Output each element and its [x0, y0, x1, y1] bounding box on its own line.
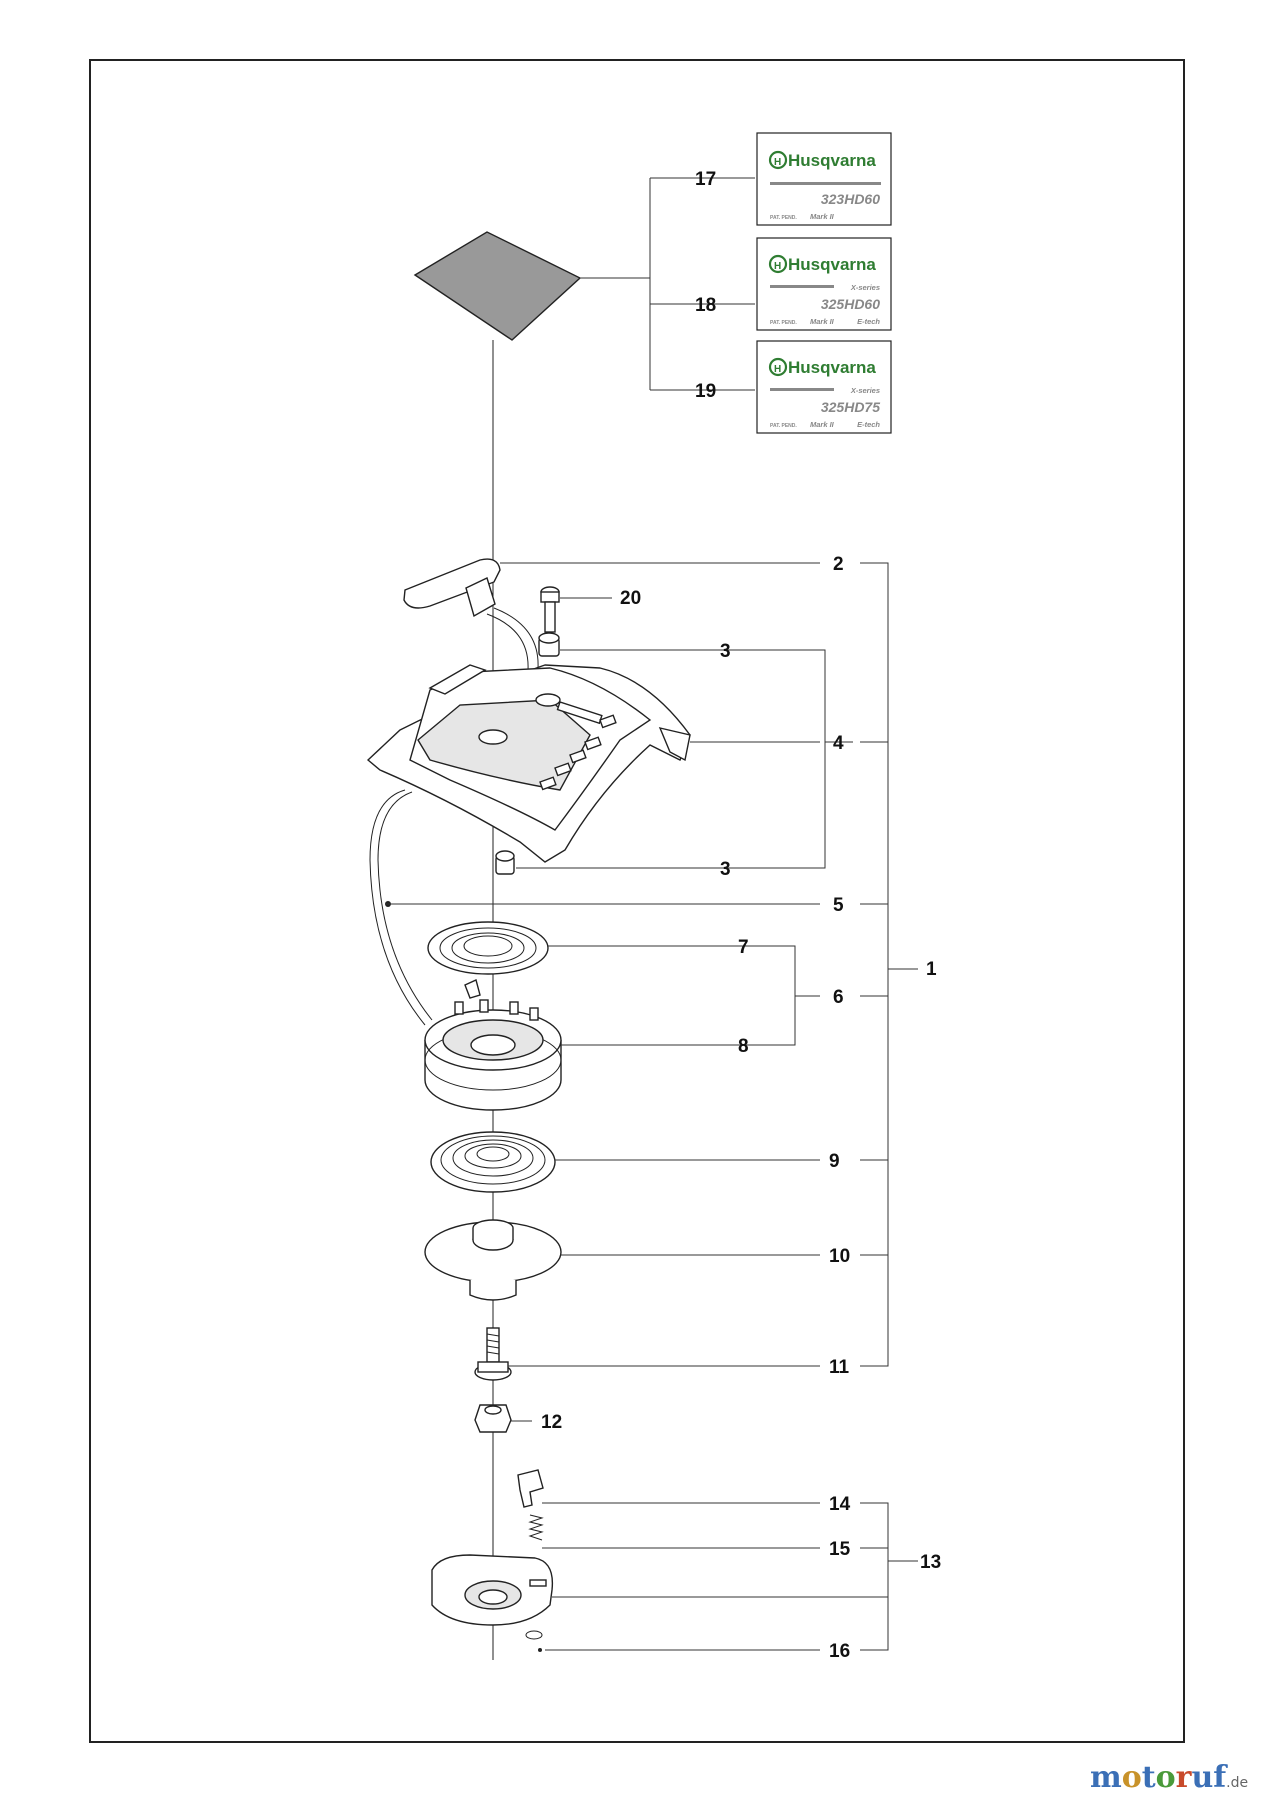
decal-19-model: 325HD75 [821, 399, 880, 415]
decal-19-footer-left: PAT. PEND. [770, 423, 797, 429]
callout-5[interactable]: 5 [833, 895, 844, 916]
callout-7[interactable]: 7 [738, 937, 749, 958]
decal-sheet[interactable] [413, 231, 582, 341]
callout-9[interactable]: 9 [829, 1151, 840, 1172]
watermark-part: o [1155, 1760, 1176, 1795]
husqvarna-logo-icon: H [768, 150, 788, 170]
decal-17-footer-left: PAT. PEND. [770, 215, 797, 221]
decal-19[interactable]: H Husqvarna X-series 325HD75 PAT. PEND. … [756, 340, 892, 434]
decal-17-brand: Husqvarna [788, 151, 876, 170]
recoil-spring-9[interactable] [430, 1131, 556, 1193]
decal-18-footer-right: E-tech [857, 317, 880, 326]
bracket-3-4 [730, 649, 826, 869]
decal-18-model: 325HD60 [821, 296, 880, 312]
watermark-part: uf [1191, 1760, 1227, 1795]
bracket-6 [730, 945, 796, 1046]
starter-handle[interactable] [403, 558, 539, 671]
circlip-16[interactable] [525, 1630, 543, 1652]
pawl-14[interactable] [517, 1469, 544, 1508]
watermark-part: t [1141, 1760, 1156, 1795]
callout-17[interactable]: 17 [695, 169, 716, 190]
rope-pulley-8[interactable] [424, 999, 562, 1111]
husqvarna-logo-icon: H [768, 254, 788, 274]
callout-16[interactable]: 16 [829, 1641, 850, 1662]
bushing-3-top[interactable] [538, 632, 560, 657]
diagram-frame [89, 59, 1185, 1743]
pawl-carrier[interactable] [431, 1554, 554, 1626]
callout-2[interactable]: 2 [833, 554, 844, 575]
callout-4[interactable]: 4 [833, 733, 844, 754]
decal-18-footer-mid: Mark II [810, 317, 835, 326]
decal-17-footer-mid: Mark II [810, 212, 835, 221]
bracket-13 [860, 1502, 889, 1651]
screw-11[interactable] [474, 1327, 512, 1381]
nut-12[interactable] [474, 1404, 512, 1433]
bushing-3-bottom[interactable] [495, 850, 515, 875]
watermark-part: m [1090, 1760, 1122, 1795]
callout-19[interactable]: 19 [695, 381, 716, 402]
husqvarna-logo-icon: H [768, 357, 788, 377]
callout-6[interactable]: 6 [833, 987, 844, 1008]
decal-17[interactable]: H Husqvarna 323HD60 PAT. PEND. Mark II [756, 132, 892, 226]
bracket-1 [860, 562, 889, 1367]
callout-3-top[interactable]: 3 [720, 641, 731, 662]
decal-18-series: X-series [850, 283, 880, 292]
starter-housing[interactable] [366, 664, 691, 863]
callout-8[interactable]: 8 [738, 1036, 749, 1057]
watermark-part: o [1121, 1760, 1142, 1795]
decal-18-brand: Husqvarna [788, 255, 876, 274]
callout-3-bottom[interactable]: 3 [720, 859, 731, 880]
callout-1[interactable]: 1 [926, 959, 937, 980]
pawl-spring-15[interactable] [528, 1514, 544, 1541]
spring-cup-10[interactable] [424, 1219, 562, 1301]
watermark-part: r [1175, 1760, 1192, 1795]
decal-18-footer-left: PAT. PEND. [770, 320, 797, 326]
site-watermark: motoruf.de [1090, 1760, 1248, 1795]
callout-10[interactable]: 10 [829, 1246, 850, 1267]
callout-13[interactable]: 13 [920, 1552, 941, 1573]
callout-14[interactable]: 14 [829, 1494, 851, 1515]
callout-15[interactable]: 15 [829, 1539, 851, 1560]
decal-19-footer-mid: Mark II [810, 420, 835, 429]
callout-11[interactable]: 11 [829, 1357, 850, 1378]
screw-20[interactable] [540, 586, 560, 633]
decal-19-footer-right: E-tech [857, 420, 880, 429]
svg-text:H: H [774, 261, 781, 272]
decal-19-series: X-series [850, 386, 880, 395]
spring-7[interactable] [427, 921, 549, 999]
svg-text:H: H [774, 157, 781, 168]
starter-rope[interactable] [369, 789, 433, 1026]
svg-text:H: H [774, 364, 781, 375]
watermark-suffix: .de [1226, 1775, 1249, 1791]
decal-17-model: 323HD60 [821, 191, 880, 207]
decal-18[interactable]: H Husqvarna X-series 325HD60 PAT. PEND. … [756, 237, 892, 331]
callout-12[interactable]: 12 [541, 1412, 562, 1433]
callout-20[interactable]: 20 [620, 588, 641, 609]
callout-18[interactable]: 18 [695, 295, 716, 316]
decal-19-brand: Husqvarna [788, 358, 876, 377]
